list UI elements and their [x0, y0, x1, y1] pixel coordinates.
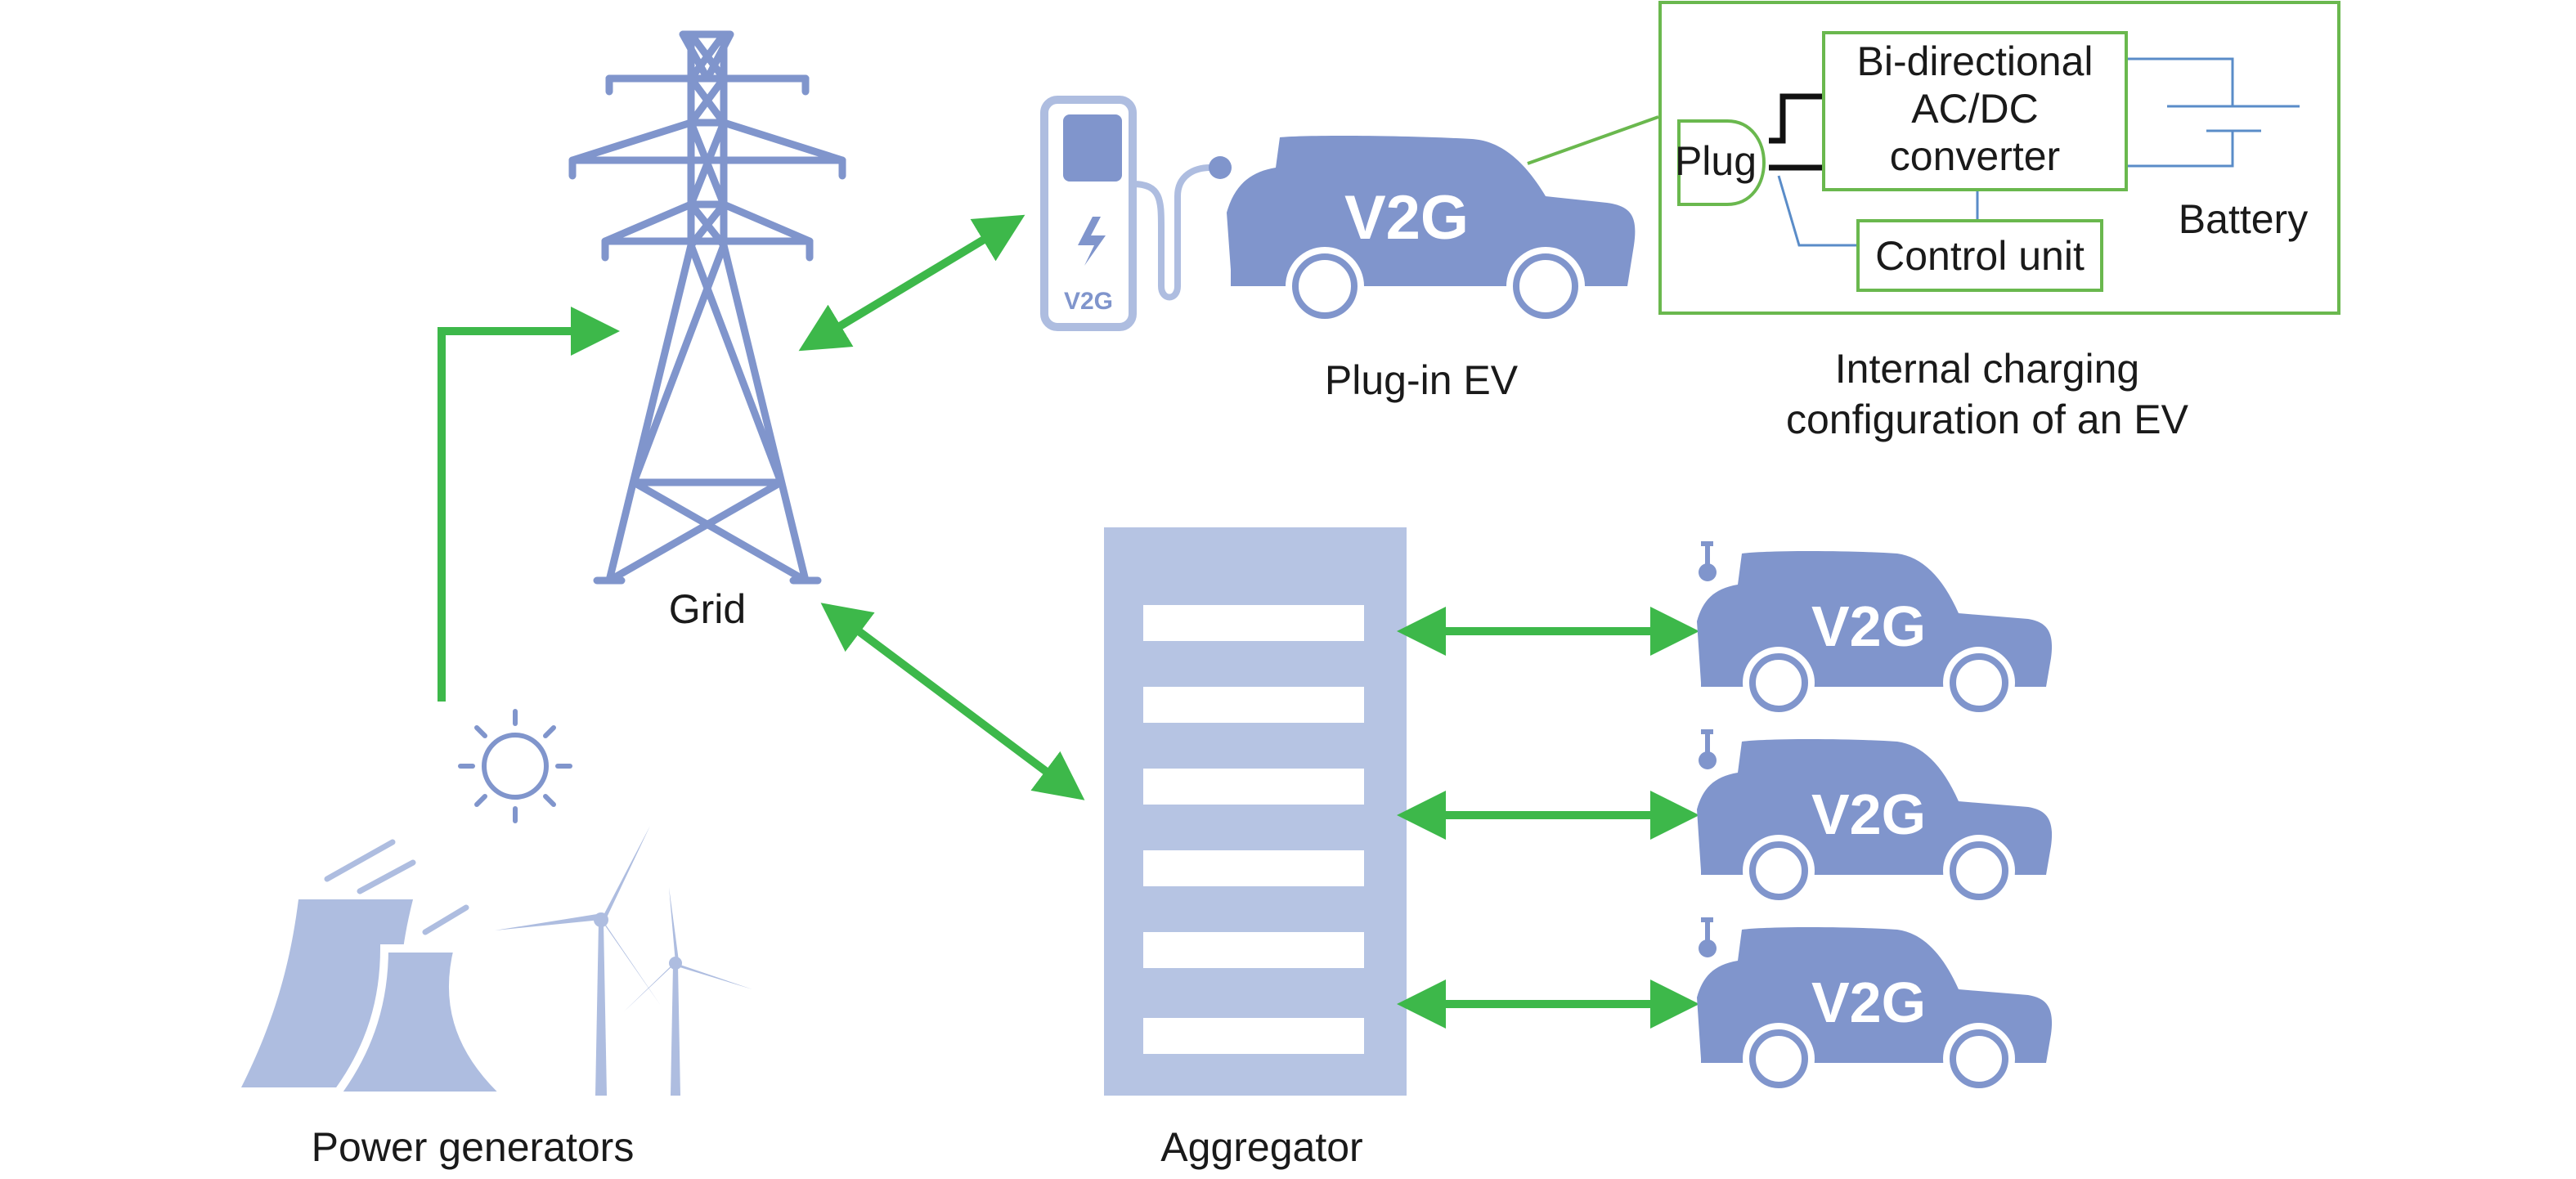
power-generators-label: Power generators	[312, 1124, 635, 1170]
fleet-ev-badge-text: V2G	[1811, 782, 1926, 846]
converter-box	[1822, 31, 2128, 191]
charger-badge-text: V2G	[1064, 288, 1113, 315]
inset-wiring	[1769, 57, 2234, 247]
inset-callout-line	[1527, 115, 1659, 165]
converter-label-line3: converter	[1890, 133, 2060, 179]
transmission-tower-icon	[568, 30, 846, 585]
fleet-ev-icon: V2G	[1697, 729, 2053, 907]
wind-turbine-icon	[622, 887, 752, 1096]
inset-caption-line1: Internal charging	[1835, 346, 2139, 392]
grid-aggregator-flow-arrow	[820, 603, 1085, 800]
ev-badge-text: V2G	[1344, 183, 1469, 253]
fleet-ev-badge-text: V2G	[1811, 971, 1926, 1034]
aggregator-icon	[1104, 527, 1407, 1096]
fleet-ev-icon: V2G	[1697, 541, 2053, 719]
battery-label: Battery	[2179, 196, 2308, 242]
inset-caption-line2: configuration of an EV	[1786, 397, 2189, 442]
converter-label-line1: Bi-directional	[1856, 38, 2093, 84]
plug-label: Plug	[1675, 138, 1757, 184]
aggregator-label: Aggregator	[1160, 1124, 1362, 1170]
generation-flow-arrow	[438, 307, 621, 702]
charging-station-icon: V2G	[1040, 96, 1232, 331]
plug-in-ev-label: Plug-in EV	[1325, 357, 1519, 403]
battery-icon	[2167, 105, 2300, 132]
grid-ev-flow-arrow	[798, 214, 1025, 352]
cooling-tower-icon	[241, 839, 518, 1100]
sun-icon	[458, 709, 572, 823]
grid-label: Grid	[669, 586, 746, 632]
fleet-ev-badge-text: V2G	[1811, 594, 1926, 658]
converter-label-line2: AC/DC	[1911, 86, 2039, 132]
plug-connector	[1677, 119, 1766, 206]
plug-in-ev-icon: V2G	[1227, 135, 1636, 325]
control-unit-label: Control unit	[1875, 233, 2085, 279]
fleet-ev-icon: V2G	[1697, 917, 2053, 1095]
wind-turbine-icon	[495, 826, 661, 1096]
control-unit-box	[1856, 219, 2103, 292]
